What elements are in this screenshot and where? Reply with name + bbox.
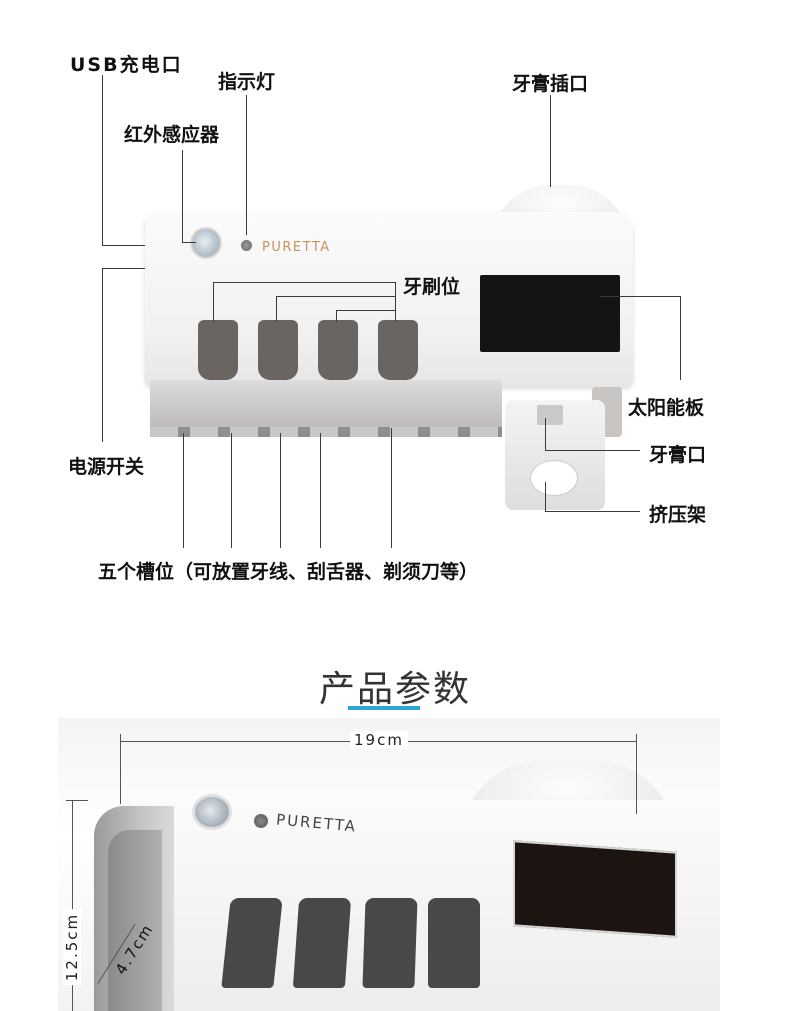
- storage-tray: [150, 380, 502, 435]
- brush-slot: [258, 320, 298, 380]
- brush-slot: [428, 898, 480, 988]
- squeeze-leader-line: [545, 482, 546, 511]
- solar-leader-line: [680, 296, 681, 380]
- toothpaste-outlet-label: 牙膏口: [649, 444, 707, 466]
- brush-slot: [378, 320, 418, 380]
- indicator-leader-line: [246, 95, 247, 235]
- title-underline: [348, 706, 420, 710]
- brush-slot: [362, 898, 418, 988]
- dimension-photo: PURETTA 19cm 12.5cm 4.7cm: [58, 718, 720, 1011]
- brush-leader-line: [336, 310, 395, 311]
- ir-sensor-icon: [192, 794, 232, 830]
- brush-leader-line: [213, 282, 214, 322]
- ir-sensor-leader-line: [182, 242, 196, 243]
- slot-leader-line: [183, 433, 184, 548]
- solar-panel: [480, 275, 620, 352]
- dispenser-end-recess: [108, 830, 162, 1011]
- brush-slots-label: 牙刷位: [403, 276, 461, 298]
- height-dimension-tick: [66, 800, 88, 801]
- squeeze-leader-line: [545, 511, 640, 512]
- ir-sensor-icon: [190, 227, 222, 259]
- solar-panel: [513, 840, 677, 938]
- slot-leader-line: [391, 428, 392, 548]
- brush-leader-line: [395, 282, 396, 322]
- slot-leader-line: [320, 433, 321, 548]
- width-dimension-tick: [120, 734, 121, 804]
- usb-leader-line: [102, 75, 103, 245]
- width-dimension-tick: [636, 734, 637, 814]
- brush-slot: [221, 898, 283, 988]
- ir-sensor-label: 红外感应器: [124, 124, 220, 146]
- usb-leader-line: [102, 245, 145, 246]
- indicator-led-icon: [241, 240, 252, 251]
- slot-leader-line: [280, 433, 281, 548]
- brand-label: PURETTA: [262, 240, 331, 255]
- power-switch-label: 电源开关: [68, 456, 145, 478]
- squeeze-rack-label: 挤压架: [649, 504, 707, 526]
- power-leader-line: [102, 268, 103, 442]
- inlet-leader-line: [550, 95, 551, 187]
- brush-leader-line: [336, 310, 337, 322]
- section-title: 产品参数: [318, 669, 471, 710]
- storage-slots-label: 五个槽位（可放置牙线、刮舌器、剃须刀等）: [98, 561, 479, 583]
- brush-leader-line: [276, 296, 395, 297]
- ir-sensor-leader-line: [182, 150, 183, 242]
- brush-slot: [198, 320, 238, 380]
- power-leader-line: [102, 268, 145, 269]
- brush-leader-line: [213, 282, 395, 283]
- height-dimension-label: 12.5cm: [63, 908, 82, 986]
- solar-leader-line: [600, 296, 680, 297]
- toothpaste-inlet-label: 牙膏插口: [512, 73, 589, 95]
- indicator-led-icon: [254, 814, 268, 828]
- storage-slots: [150, 427, 502, 437]
- indicator-label: 指示灯: [218, 71, 276, 93]
- squeeze-rack-opening: [530, 460, 578, 496]
- brush-slot: [292, 898, 352, 988]
- width-dimension-label: 19cm: [350, 731, 408, 749]
- outlet-leader-line: [545, 418, 546, 450]
- height-dimension-line: [72, 800, 73, 1011]
- slot-leader-line: [231, 433, 232, 548]
- solar-panel-label: 太阳能板: [628, 397, 705, 419]
- brush-leader-line: [276, 296, 277, 322]
- brush-slot: [318, 320, 358, 380]
- toothpaste-outlet: [537, 405, 563, 425]
- outlet-leader-line: [545, 450, 640, 451]
- usb-port-label: USB充电口: [70, 54, 183, 76]
